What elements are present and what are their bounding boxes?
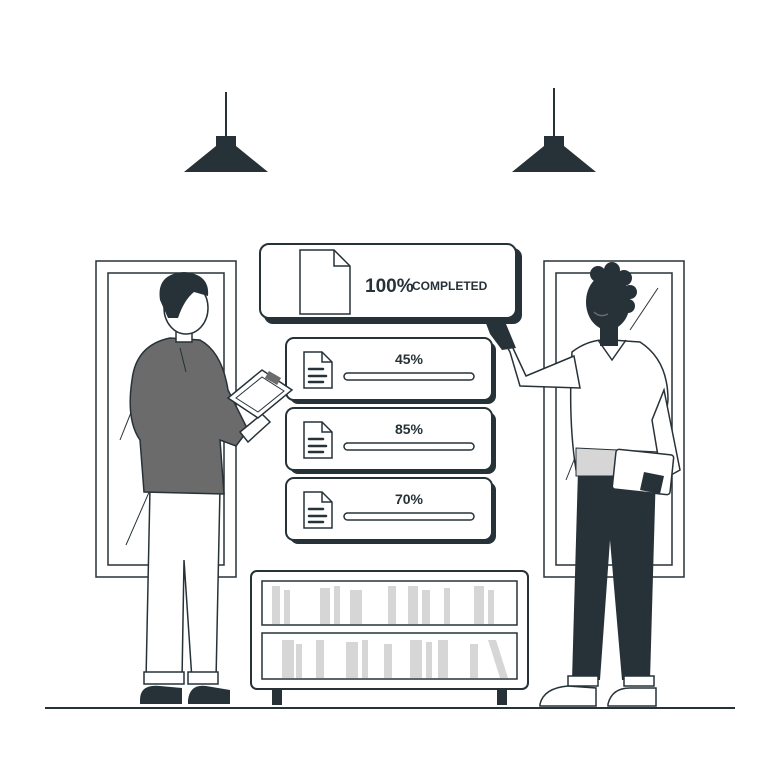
progress-fill	[345, 514, 435, 519]
completed-percent: 100%	[365, 276, 414, 297]
progress-percent-label: 45%	[395, 351, 424, 367]
man-right	[484, 262, 681, 707]
progress-card: 70%	[285, 477, 496, 544]
progress-card: 85%	[285, 407, 496, 474]
pendant-lamp-icon	[512, 88, 596, 172]
document-icon	[303, 491, 333, 529]
clipboard-icon	[226, 369, 294, 419]
progress-card-list: 45% 85% 70%	[285, 337, 496, 544]
man-left	[129, 272, 294, 704]
bookshelf	[250, 570, 529, 705]
completed-card: 100% COMPLETED	[259, 243, 522, 324]
document-icon	[299, 249, 351, 315]
document-icon	[303, 351, 333, 389]
document-icon	[303, 421, 333, 459]
progress-fill	[345, 444, 454, 449]
completed-status: COMPLETED	[412, 279, 488, 293]
pendant-lamp-icon	[184, 92, 268, 172]
progress-percent-label: 85%	[395, 421, 424, 437]
progress-card: 45%	[285, 337, 496, 404]
progress-fill	[345, 374, 403, 379]
progress-percent-label: 70%	[395, 491, 424, 507]
